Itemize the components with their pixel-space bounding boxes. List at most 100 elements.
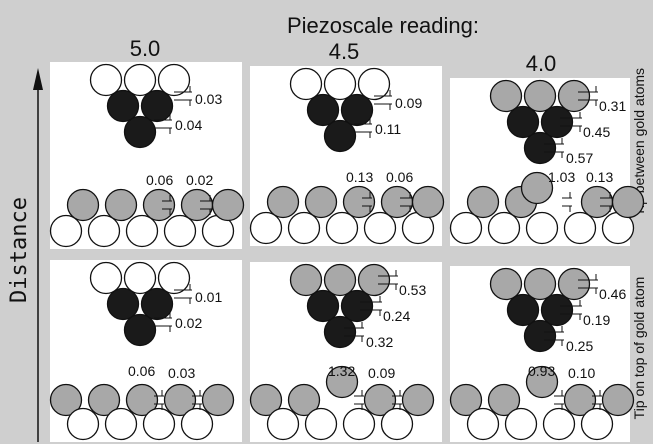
gold-surface-atom [104,407,138,441]
adsorbed-atom [201,383,235,417]
surface-value-1: 0.06 [146,172,173,188]
tip-value-1: 0.31 [599,98,626,114]
tip-middle-atom [106,89,140,123]
adsorbed-atom [163,383,197,417]
adsorbed-atom [304,185,338,219]
gold-surface-atom [125,214,159,248]
tip-middle-atom [306,289,340,323]
tip-top-atom [523,267,557,301]
tip-value-3: 0.57 [566,150,593,166]
tip-middle-atom [540,293,574,327]
gold-surface-atom [342,407,376,441]
tip-middle-atom [340,289,374,323]
tip-middle-atom [540,105,574,139]
adsorbed-atom [287,383,321,417]
gold-surface-atom [542,407,576,441]
column-header-3: 4.0 [526,51,557,76]
gold-surface-atom [142,407,176,441]
tip-top-atom [323,67,357,101]
adsorbed-atom [380,185,414,219]
tip-middle-atom [506,105,540,139]
tip-top-atom [357,67,391,101]
surface-value-1: 1.32 [328,363,355,379]
gold-surface-atom [504,407,538,441]
adsorbed-atom [142,188,176,222]
adsorbed-atom [487,383,521,417]
panel-4: 0.01 0.02 0.06 0.03 [49,260,242,442]
row-label-between: Tip between gold atoms [631,68,647,216]
adsorbed-atom [180,188,214,222]
adsorbed-atom [466,185,500,219]
tip-value-2: 0.24 [383,308,410,324]
distance-axis-arrow [33,68,43,442]
adsorbed-atom [49,383,83,417]
tip-value-2: 0.11 [375,121,401,137]
tip-apex-atom [523,319,557,353]
adsorbed-atom [249,383,283,417]
adsorbed-atom [342,185,376,219]
panel-1: 0.03 0.04 0.06 0.02 [49,62,245,249]
adsorbed-atom [325,365,359,399]
surface-value-2: 0.13 [586,169,613,185]
tip-top-atom [323,263,357,297]
column-header-2: 4.5 [329,39,360,64]
tip-middle-atom [340,93,374,127]
tip-top-atom [157,261,191,295]
gold-surface-atom [163,214,197,248]
adsorbed-atom [449,383,483,417]
tip-top-atom [289,263,323,297]
gold-surface-atom [304,407,338,441]
tip-apex-atom [123,115,157,149]
surface-value-1: 0.93 [528,363,555,379]
tip-value-1: 0.53 [399,282,426,298]
tip-top-atom [357,263,391,297]
tip-value-1: 0.01 [195,289,222,305]
tip-top-atom [157,63,191,97]
surface-value-1: 1.03 [548,169,575,185]
gold-surface-atom [49,214,83,248]
adsorbed-atom [525,365,559,399]
tip-top-atom [523,79,557,113]
tip-top-atom [489,79,523,113]
tip-value-2: 0.04 [175,117,202,133]
tip-top-atom [89,63,123,97]
gold-surface-atom [380,407,414,441]
adsorbed-atom [211,188,245,222]
gold-surface-atom [563,211,597,245]
gold-surface-atom [449,211,483,245]
tip-value-1: 0.03 [195,91,222,107]
gold-surface-atom [180,407,214,441]
adsorbed-atom [401,383,435,417]
tip-top-atom [489,267,523,301]
adsorbed-atom [601,383,635,417]
tip-value-2: 0.45 [583,124,610,140]
adsorbed-atom [520,171,554,205]
adsorbed-atom [104,188,138,222]
adsorbed-atom [125,383,159,417]
tip-value-2: 0.02 [175,315,202,331]
row-label-on-top: Tip on top of gold atom [631,277,647,420]
gold-surface-atom [87,214,121,248]
surface-value-2: 0.03 [168,365,195,381]
surface-value-2: 0.09 [368,365,395,381]
gold-surface-atom [266,407,300,441]
tip-middle-atom [140,89,174,123]
surface-value-1: 0.06 [128,363,155,379]
gold-surface-atom [287,211,321,245]
tip-apex-atom [523,131,557,165]
tip-value-1: 0.09 [395,95,422,111]
adsorbed-atom [266,185,300,219]
surface-value-1: 0.13 [346,169,373,185]
surface-value-2: 0.02 [186,172,213,188]
gold-surface-atom [66,407,100,441]
tip-value-2: 0.19 [583,312,610,328]
tip-top-atom [89,261,123,295]
tip-middle-atom [106,287,140,321]
column-header-1: 5.0 [130,36,161,61]
gold-surface-atom [325,211,359,245]
tip-middle-atom [506,293,540,327]
